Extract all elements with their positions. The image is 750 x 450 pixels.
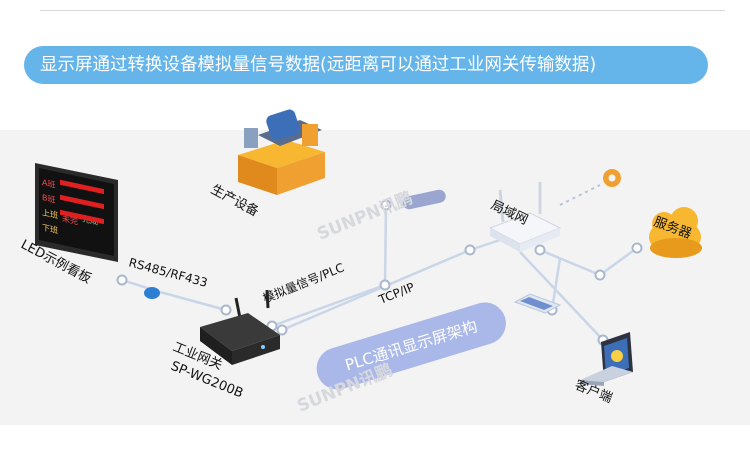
dot bbox=[220, 304, 232, 316]
dot bbox=[380, 199, 392, 211]
analog-label: 模拟量信号/PLC bbox=[261, 260, 346, 305]
center-pill: PLC通讯显示屏架构 bbox=[316, 302, 506, 390]
lan-device-line bbox=[550, 257, 562, 311]
router-icon bbox=[488, 182, 562, 252]
wireless-dashed-line bbox=[559, 184, 601, 206]
dot bbox=[594, 269, 606, 281]
dot bbox=[379, 279, 391, 291]
led-text: 下班 bbox=[42, 222, 58, 235]
gear-icon bbox=[603, 169, 621, 187]
led-text: B班 bbox=[42, 192, 55, 205]
dot bbox=[276, 324, 288, 336]
production-equipment-icon bbox=[238, 109, 325, 195]
watermark: SUNPN讯鹏 bbox=[314, 187, 415, 244]
top-divider bbox=[40, 10, 725, 11]
card-reader-icon bbox=[513, 293, 562, 314]
lan-client-line bbox=[519, 251, 604, 341]
lan-server-line-1 bbox=[539, 248, 601, 277]
center-pill-bg bbox=[316, 302, 506, 390]
led-display-icon: A班 B班 上班 下班 未完 完成 bbox=[35, 163, 118, 262]
led-bar bbox=[60, 179, 104, 195]
production-equipment-label: 生产设备 bbox=[208, 181, 261, 220]
rs485-converter-icon bbox=[144, 287, 160, 299]
led-bar bbox=[60, 209, 104, 225]
tcpip-line bbox=[281, 248, 471, 332]
led-bar bbox=[60, 194, 104, 210]
analog-line-2 bbox=[383, 204, 388, 286]
server-cloud-icon bbox=[649, 207, 702, 258]
dot bbox=[631, 242, 643, 254]
led-text: 上班 bbox=[42, 207, 58, 220]
title-banner: 显示屏通过转换设备模拟量信号数据(远距离可以通过工业网关传输数据) bbox=[24, 46, 708, 84]
industrial-gateway-icon bbox=[200, 289, 280, 365]
dot bbox=[534, 244, 546, 256]
dot bbox=[116, 274, 128, 286]
dot bbox=[464, 244, 476, 256]
rs485-line-2 bbox=[159, 290, 227, 312]
decorative-pill bbox=[402, 189, 446, 210]
connection-lines bbox=[121, 204, 638, 341]
led-text: A班 bbox=[42, 177, 55, 190]
analog-line-1 bbox=[271, 283, 386, 328]
laptop-icon bbox=[580, 332, 633, 386]
lan-server-line-2 bbox=[599, 246, 638, 277]
